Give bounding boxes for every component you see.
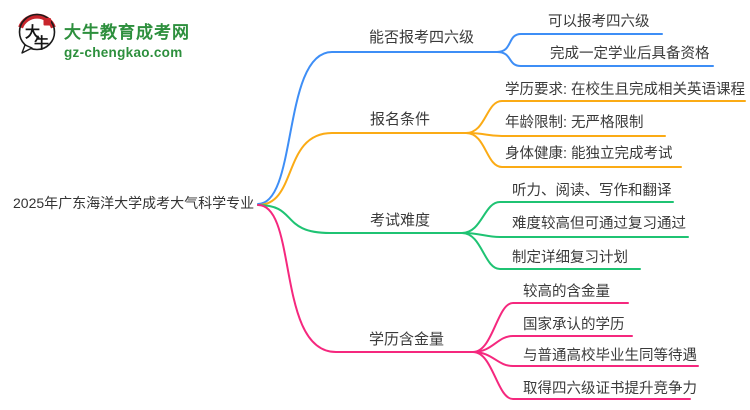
branch-line-child	[465, 100, 746, 134]
branch-line-child	[461, 232, 689, 238]
child-node: 学历要求: 在校生且完成相关英语课程	[505, 82, 746, 98]
child-node: 与普通高校毕业生同等待遇	[523, 348, 697, 364]
child-node: 难度较高但可通过复习通过	[512, 216, 686, 232]
daniu-bull-logo-icon: 大 牛	[18, 13, 56, 54]
child-node: 制定详细复习计划	[512, 250, 628, 266]
branch-line-child	[496, 33, 663, 53]
site-url: gz-chengkao.com	[64, 45, 183, 60]
red-seal	[43, 18, 51, 26]
branch-line-child	[472, 351, 691, 400]
child-node: 可以报考四六级	[548, 14, 650, 30]
branch-line-child	[461, 201, 674, 234]
site-name: 大牛教育成考网	[64, 23, 190, 42]
branch-line-main	[257, 51, 498, 205]
branch-line-main	[257, 204, 463, 234]
branch-line-child	[461, 232, 641, 270]
child-node: 较高的含金量	[523, 284, 610, 300]
branch-line-main	[257, 132, 467, 206]
child-node: 听力、阅读、写作和翻译	[512, 183, 672, 199]
child-node: 完成一定学业后具备资格	[550, 46, 710, 62]
site-logo[interactable]: 大 牛 大牛教育成考网 gz-chengkao.com	[16, 11, 190, 60]
branch-line-child	[465, 132, 682, 168]
branch-line-child	[465, 132, 666, 137]
branch-label-degree-value: 学历含金量	[369, 331, 445, 348]
child-node: 身体健康: 能独立完成考试	[505, 146, 673, 162]
root-node: 2025年广东海洋大学成考大气科学专业	[13, 195, 255, 211]
branch-line-child	[496, 51, 714, 67]
branch-label-can-take-cet: 能否报考四六级	[369, 29, 475, 46]
child-node: 国家承认的学历	[523, 317, 625, 333]
branch-label-requirements: 报名条件	[370, 111, 431, 128]
branch-line-main	[257, 204, 474, 353]
child-node: 取得四六级证书提升竞争力	[523, 381, 697, 397]
branch-label-exam-difficulty: 考试难度	[370, 212, 431, 229]
logo-char-2: 牛	[34, 34, 49, 52]
logo-char-1: 大	[25, 23, 40, 41]
child-node: 年龄限制: 无严格限制	[505, 115, 644, 131]
branch-line-child	[472, 302, 629, 353]
